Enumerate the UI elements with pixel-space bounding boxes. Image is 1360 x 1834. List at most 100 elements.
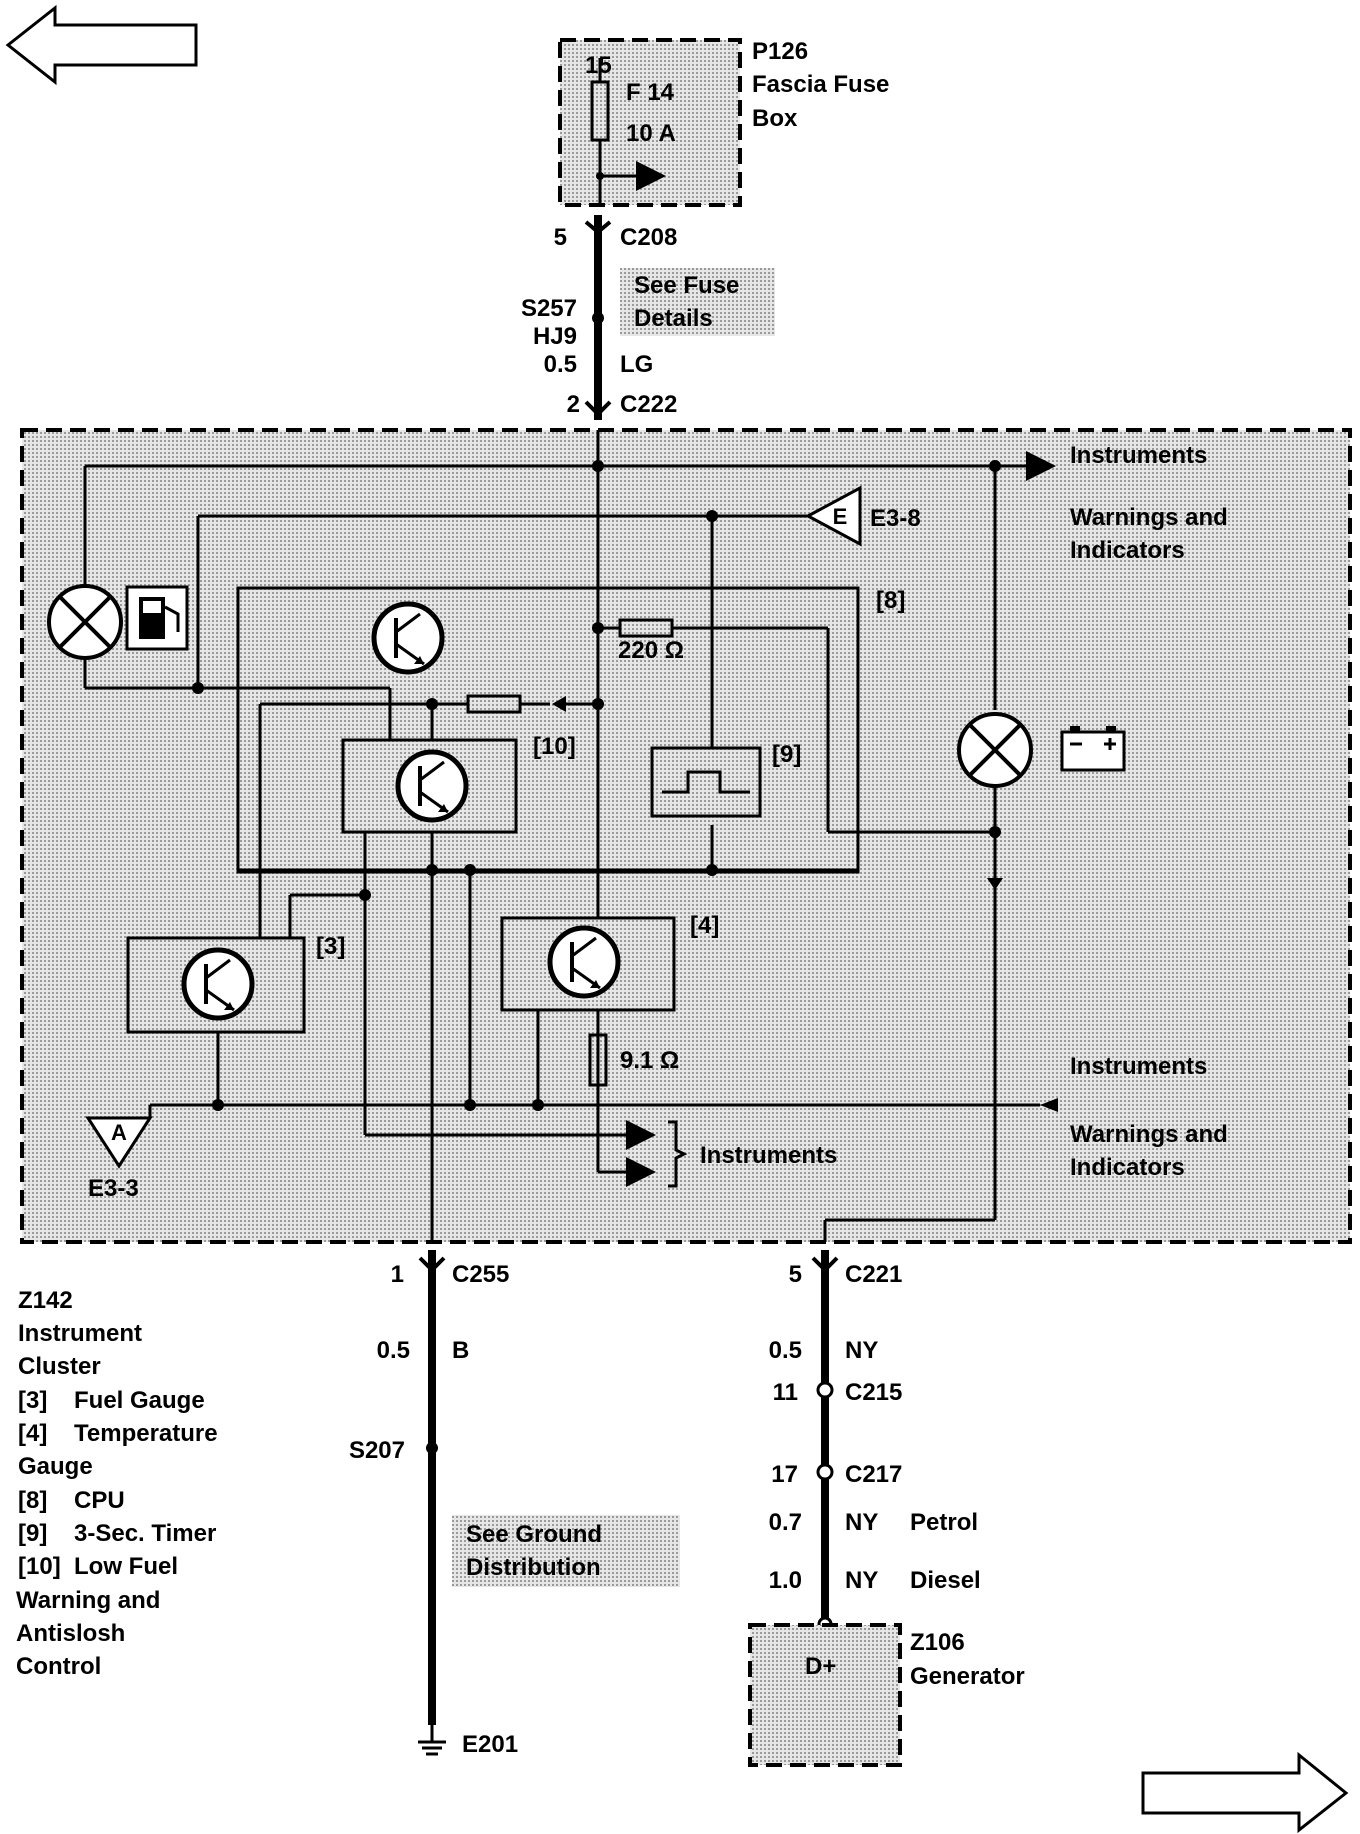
resistor-220-label: 220 Ω xyxy=(618,637,684,664)
instruments-bottom-label: Instruments xyxy=(1070,1053,1207,1080)
svg-text:Gauge: Gauge xyxy=(18,1453,93,1480)
indicators-bottom-label: Indicators xyxy=(1070,1154,1185,1181)
c217-name: C217 xyxy=(845,1461,902,1488)
gen-wire-color: NY xyxy=(845,1337,878,1364)
fuel-gauge-block xyxy=(126,936,306,1034)
e38-connector-icon xyxy=(804,485,862,547)
cluster-junctions xyxy=(192,460,1001,1111)
instruments-mid-label: Instruments xyxy=(700,1142,837,1169)
ground-e201-label: E201 xyxy=(462,1731,518,1758)
see-ground-distribution-note[interactable]: See Ground Distribution xyxy=(452,1515,680,1587)
svg-text:[3]: [3] xyxy=(18,1387,47,1414)
fuse-rating: 10 A xyxy=(626,120,676,147)
warnings-bottom-label: Warnings and xyxy=(1070,1121,1228,1148)
battery-icon xyxy=(1060,726,1126,772)
wire-color-top: LG xyxy=(620,351,653,378)
svg-text:Fuel Gauge: Fuel Gauge xyxy=(74,1387,205,1414)
fuel-pump-icon xyxy=(125,585,189,651)
gen-wire-size: 0.5 xyxy=(769,1337,802,1364)
fuel-ref-label: [3] xyxy=(316,933,345,960)
splice-code: HJ9 xyxy=(533,323,577,350)
svg-text:See Fuse: See Fuse xyxy=(634,272,739,299)
prev-page-arrow-icon[interactable] xyxy=(5,4,198,86)
fuel-lamp-icon xyxy=(47,584,123,660)
see-fuse-details-note[interactable]: See Fuse Details xyxy=(620,268,775,336)
fuse-box-name-2: Box xyxy=(752,105,798,132)
component-legend: Z142 Instrument Cluster [3] Fuel Gauge [… xyxy=(16,1287,218,1680)
generator-box xyxy=(748,1623,902,1767)
connector-c222-icon xyxy=(584,400,612,417)
charge-lamp-icon xyxy=(957,712,1033,788)
svg-text:[8]: [8] xyxy=(18,1487,47,1514)
svg-text:[4]: [4] xyxy=(18,1420,47,1447)
diesel-size: 1.0 xyxy=(769,1567,802,1594)
c208-name: C208 xyxy=(620,224,677,251)
svg-text:Z142: Z142 xyxy=(18,1287,73,1314)
connector-c215-icon xyxy=(816,1381,834,1399)
c255-pin: 1 xyxy=(391,1261,404,1288)
svg-text:Warning and: Warning and xyxy=(16,1587,160,1614)
c222-name: C222 xyxy=(620,391,677,418)
c255-name: C255 xyxy=(452,1261,509,1288)
splice-s257-icon xyxy=(592,312,604,324)
diesel-label: Diesel xyxy=(910,1567,981,1594)
e33-letter: A xyxy=(111,1120,127,1145)
temp-ref-label: [4] xyxy=(690,912,719,939)
petrol-size: 0.7 xyxy=(769,1509,802,1536)
c215-pin: 11 xyxy=(773,1379,798,1406)
diesel-color: NY xyxy=(845,1567,878,1594)
svg-text:See Ground: See Ground xyxy=(466,1521,602,1548)
resistor-91-label: 9.1 Ω xyxy=(620,1047,679,1074)
c221-name: C221 xyxy=(845,1261,902,1288)
svg-text:Instrument: Instrument xyxy=(18,1320,142,1347)
timer-block xyxy=(650,746,762,818)
fuse-box-name: Fascia Fuse xyxy=(752,71,889,98)
lowfuel-ref-label: [10] xyxy=(533,733,576,760)
svg-text:Temperature: Temperature xyxy=(74,1420,218,1447)
svg-text:Antislosh: Antislosh xyxy=(16,1620,125,1647)
svg-text:[9]: [9] xyxy=(18,1520,47,1547)
svg-text:Distribution: Distribution xyxy=(466,1554,601,1581)
next-page-arrow-icon[interactable] xyxy=(1141,1751,1349,1834)
connector-c221-icon xyxy=(811,1256,839,1273)
temp-gauge-block xyxy=(500,916,676,1012)
ground-wire-size: 0.5 xyxy=(377,1337,410,1364)
svg-text:Low Fuel: Low Fuel xyxy=(74,1553,178,1580)
ground-wire-color: B xyxy=(452,1337,469,1364)
low-fuel-control xyxy=(341,738,518,834)
e33-label: E3-3 xyxy=(88,1175,139,1202)
fuse-box-id: P126 xyxy=(752,38,808,65)
svg-text:Control: Control xyxy=(16,1653,101,1680)
fuse-pin: 15 xyxy=(585,52,612,79)
svg-text:[10]: [10] xyxy=(18,1553,61,1580)
indicators-top-label: Indicators xyxy=(1070,537,1185,564)
svg-text:Cluster: Cluster xyxy=(18,1353,101,1380)
ground-icon xyxy=(418,1725,446,1756)
instrument-cluster-box xyxy=(20,428,1352,1244)
cpu-ref-label: [8] xyxy=(876,587,905,614)
instruments-top-label: Instruments xyxy=(1070,442,1207,469)
c222-pin: 2 xyxy=(567,391,580,418)
e38-label: E3-8 xyxy=(870,505,921,532)
c215-name: C215 xyxy=(845,1379,902,1406)
petrol-color: NY xyxy=(845,1509,878,1536)
e38-letter: E xyxy=(833,504,848,529)
c221-pin: 5 xyxy=(789,1261,802,1288)
petrol-label: Petrol xyxy=(910,1509,978,1536)
generator-name: Generator xyxy=(910,1663,1025,1690)
fuse-number: F 14 xyxy=(626,79,675,106)
wire-size-top: 0.5 xyxy=(544,351,577,378)
svg-text:3-Sec. Timer: 3-Sec. Timer xyxy=(74,1520,216,1547)
splice-s207-icon xyxy=(426,1442,438,1454)
svg-text:CPU: CPU xyxy=(74,1487,125,1514)
cpu-transistor-icon xyxy=(371,601,445,675)
c208-pin: 5 xyxy=(554,224,567,251)
connector-c255-icon xyxy=(418,1256,446,1273)
splice-s207-label: S207 xyxy=(349,1437,405,1464)
timer-ref-label: [9] xyxy=(772,741,801,768)
fuse-box xyxy=(558,38,742,207)
generator-id: Z106 xyxy=(910,1629,965,1656)
splice-s257-label: S257 xyxy=(521,295,577,322)
svg-text:Details: Details xyxy=(634,305,713,332)
